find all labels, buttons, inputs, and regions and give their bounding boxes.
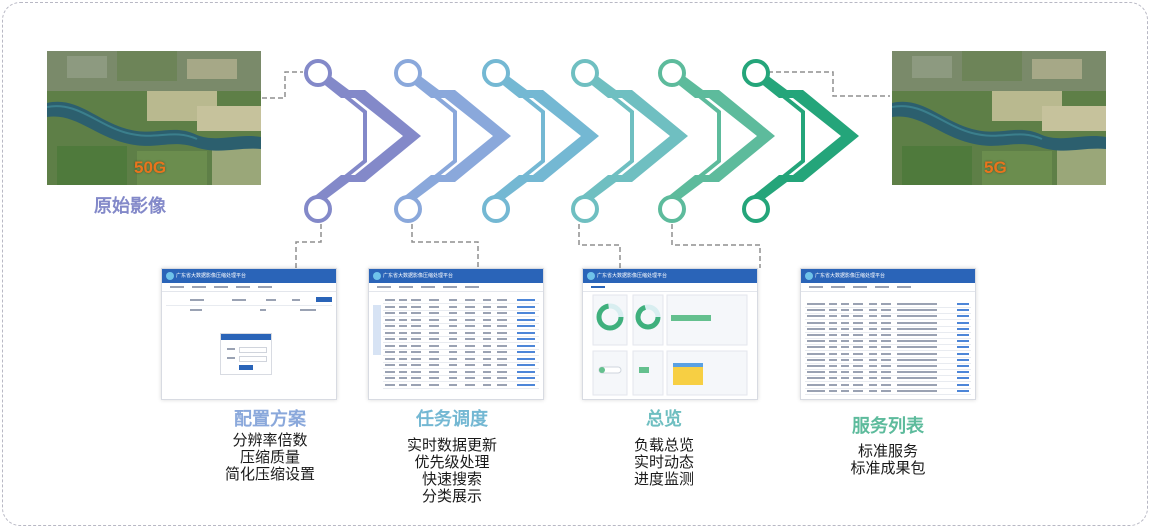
services-screenshot: 广东省大数据影像压缩处理平台 [800,268,976,400]
module-title-services: 服务列表 [852,416,924,437]
module-desc-config: 分辨率倍数 压缩质量 简化压缩设置 [200,432,340,483]
table-row [805,387,971,389]
platform-title: 广东省大数据影像压缩处理平台 [383,273,454,279]
table-row [383,335,539,337]
node-circle-bottom [394,195,422,223]
desc-item: 实时动态 [633,453,694,471]
source-satellite-image [47,51,261,185]
connector-overview [578,224,621,268]
node-circle-top [304,59,332,87]
platform-titlebar: 广东省大数据影像压缩处理平台 [369,269,543,283]
desc-item: 实时数据更新 [406,436,497,454]
compressed-size-label: 5G [984,158,1007,177]
source-size-label: 50G [134,158,167,177]
node-circle-top [658,59,686,87]
platform-titlebar: 广东省大数据影像压缩处理平台 [583,269,757,283]
table-row [383,361,539,363]
connector-schedule [411,224,479,268]
table-row [805,362,971,364]
table-row [383,387,539,389]
screenshot-tabs [369,283,543,292]
node-circle-top [394,59,422,87]
connector-config [295,224,322,268]
platform-titlebar: 广东省大数据影像压缩处理平台 [801,269,975,283]
table-row [383,316,539,317]
schedule-screenshot: 广东省大数据影像压缩处理平台 [368,268,544,400]
desc-item: 进度监测 [633,470,694,488]
table-row [383,355,539,356]
desc-item: 标准服务 [857,442,918,460]
platform-titlebar: 广东省大数据影像压缩处理平台 [162,269,336,283]
chevron-step-1 [304,59,421,223]
table-row [383,309,539,311]
table-row [805,356,971,358]
overview-screenshot: 广东省大数据影像压缩处理平台 [582,268,758,400]
module-desc-services: 标准服务 标准成果包 [818,443,958,477]
chevron-step-3 [482,59,599,223]
chevron-step-4 [571,59,688,223]
connector-services [671,224,761,268]
table-row [805,369,971,370]
screenshot-tabs [801,283,975,292]
table-row [805,381,971,383]
desc-item: 分类展示 [421,487,482,505]
table-row [805,331,971,333]
table-row [805,375,971,377]
screenshot-tabs [583,283,757,292]
table-row [805,350,971,352]
platform-title: 广东省大数据影像压缩处理平台 [176,273,247,279]
table-row [805,313,971,315]
platform-title: 广东省大数据影像压缩处理平台 [597,273,668,279]
platform-title: 广东省大数据影像压缩处理平台 [815,273,886,279]
module-desc-schedule: 实时数据更新 优先级处理 快速搜索 分类展示 [382,437,522,505]
module-desc-overview: 负载总览 实时动态 进度监测 [594,437,734,488]
node-circle-top [742,59,770,87]
node-circle-bottom [571,195,599,223]
chevron-step-5 [658,59,775,223]
table-row [805,338,971,339]
table-row [383,381,539,382]
table-row [383,342,539,343]
connector-source [262,71,303,99]
source-image-title: 原始影像 [94,196,166,217]
connector-result [768,71,890,97]
table-row [383,348,539,350]
desc-item: 标准成果包 [850,459,926,477]
node-circle-bottom [304,195,332,223]
node-circle-top [482,59,510,87]
node-circle-bottom [482,195,510,223]
table-row [805,344,971,346]
table-row [383,303,539,304]
module-title-overview: 总览 [646,409,682,430]
module-title-schedule: 任务调度 [416,409,488,430]
desc-item: 简化压缩设置 [224,465,315,483]
desc-item: 负载总览 [633,436,694,454]
config-screenshot: 广东省大数据影像压缩处理平台 [161,268,337,400]
compressed-satellite-image [892,51,1106,185]
chevron-step-6 [742,59,859,223]
node-circle-bottom [742,195,770,223]
table-row [805,319,971,321]
table-row [383,329,539,330]
table-row [383,374,539,376]
desc-item: 快速搜索 [421,470,482,488]
table-row [805,307,971,308]
screenshot-tabs [162,283,336,292]
table-row [805,393,971,395]
module-title-config: 配置方案 [234,409,306,430]
node-circle-top [571,59,599,87]
node-circle-bottom [658,195,686,223]
table-row [383,322,539,324]
table-row [383,368,539,369]
chevron-step-2 [394,59,511,223]
desc-item: 分辨率倍数 [232,431,308,449]
desc-item: 优先级处理 [414,453,490,471]
table-row [805,325,971,327]
desc-item: 压缩质量 [239,448,300,466]
